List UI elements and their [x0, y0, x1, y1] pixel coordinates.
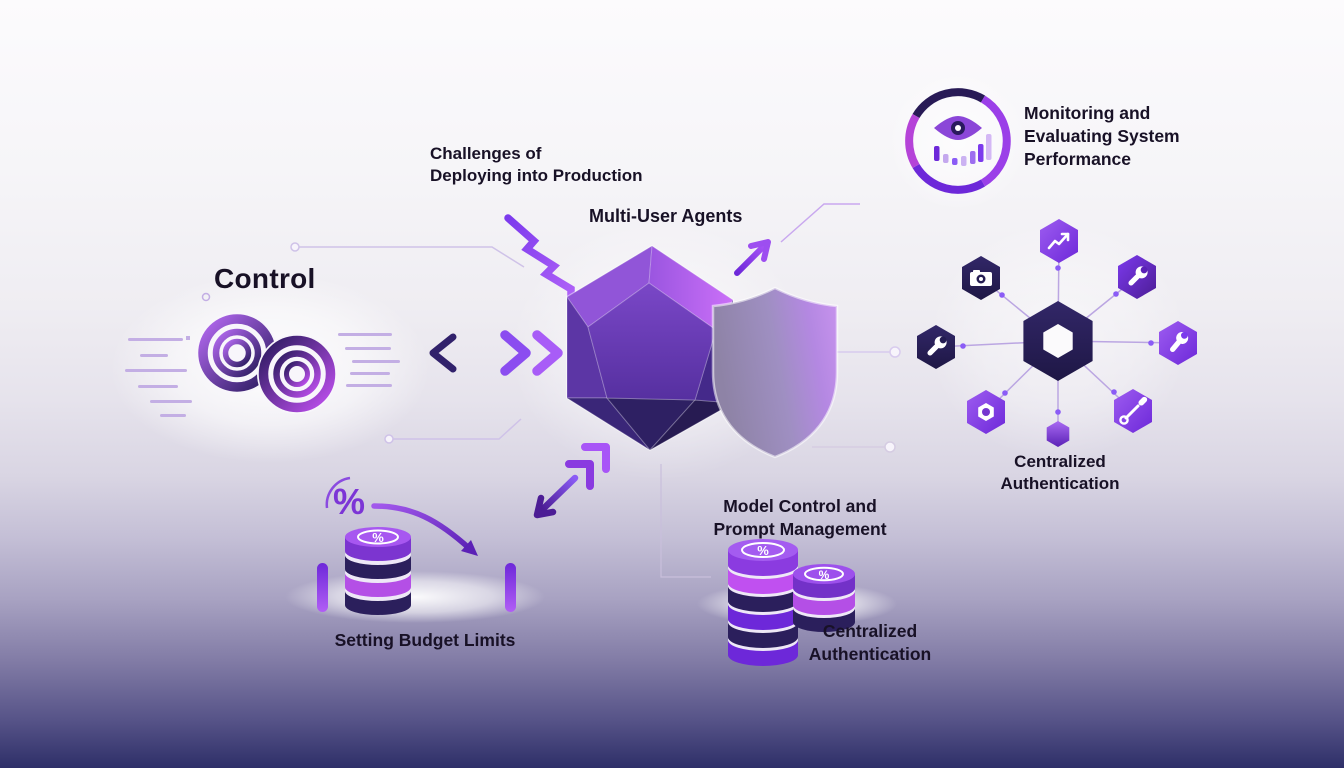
- wrench-icon: [927, 336, 947, 356]
- monitoring-eye-chart-icon: [905, 88, 1011, 194]
- nut-icon: [978, 403, 994, 421]
- down-left-arrow-icon: [533, 474, 579, 519]
- screwdriver-icon: [1119, 396, 1148, 425]
- hexagon-hub-icon: [1023, 301, 1093, 381]
- percent-icon: %: [333, 481, 365, 522]
- monitoring-label: Monitoring and Evaluating System Perform…: [1024, 103, 1180, 169]
- coin-stack-icon: %: [345, 527, 411, 615]
- hex-wrench-tr: [1118, 255, 1156, 299]
- percent-coin-glyph: %: [372, 530, 384, 545]
- wrench-icon: [1128, 266, 1148, 286]
- speed-dashes: [125, 292, 400, 417]
- challenges-label: Challenges of Deploying into Production: [430, 144, 643, 185]
- hex-small: [1046, 421, 1070, 447]
- crystal-polyhedron-icon: [565, 244, 735, 452]
- decline-arrow-icon: [371, 503, 478, 556]
- eye-icon: [934, 116, 982, 140]
- line-chart-icon: [1047, 232, 1070, 250]
- left-arrow-icon: [429, 333, 502, 373]
- percent-coin-glyph: %: [819, 568, 830, 582]
- pillar-icon: [317, 563, 328, 612]
- centralized-auth-coins-label: Centralized Authentication: [808, 621, 932, 664]
- multi-user-agents-label: Multi-User Agents: [589, 206, 743, 226]
- double-chevron-right-icon: [500, 330, 563, 376]
- coin-stack-icon: %: [728, 539, 798, 666]
- budget-limits-label: Setting Budget Limits: [334, 630, 516, 650]
- centralized-auth-network-label: Centralized Authentication: [1000, 452, 1120, 493]
- percent-arc-icon: [325, 476, 351, 509]
- target-rings-icon: [196, 312, 337, 414]
- model-control-label: Model Control and Prompt Management: [713, 496, 887, 539]
- camera-icon: [970, 270, 992, 286]
- percent-coin-glyph: %: [757, 543, 769, 558]
- hex-screwdriver: [1114, 389, 1152, 433]
- double-chevron-up-right-icon: [565, 443, 610, 490]
- hex-camera: [962, 256, 1000, 300]
- up-right-arrow-icon: [734, 239, 771, 276]
- shield-icon: [711, 286, 839, 459]
- pillar-icon: [505, 563, 516, 612]
- coin-stack-icon: %: [793, 564, 855, 632]
- control-label: Control: [214, 263, 316, 294]
- hexagon-network: [917, 219, 1197, 447]
- hex-wrench-right: [1159, 321, 1197, 365]
- mini-bar-chart-icon: [934, 134, 992, 166]
- hex-wrench-left: [917, 325, 955, 369]
- budget-limits-group: % %: [285, 476, 545, 623]
- model-control-coins: % %: [697, 539, 897, 666]
- hex-line-chart: [1040, 219, 1078, 263]
- network-dots: [960, 265, 1154, 415]
- zigzag-arrow-icon: [504, 214, 575, 309]
- wrench-icon: [1170, 331, 1189, 353]
- hex-nut: [967, 390, 1005, 434]
